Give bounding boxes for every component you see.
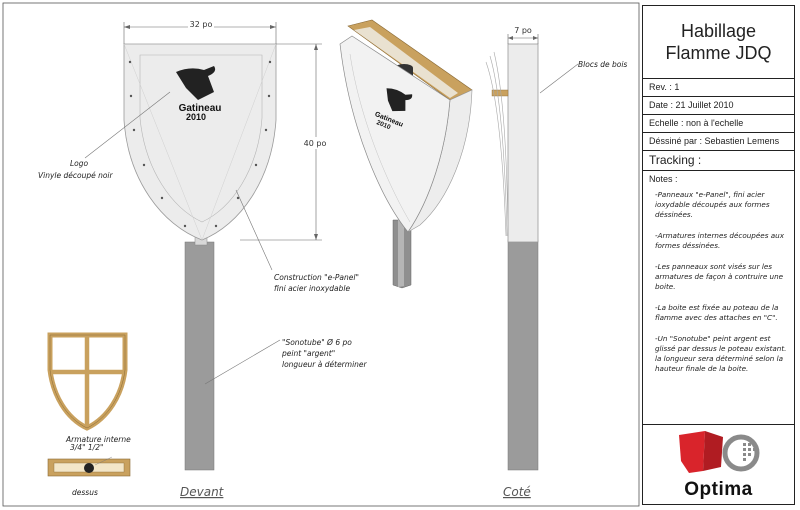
depth-dimension: 7 po [507,26,539,44]
iso-front-panel [339,35,451,233]
drawing-title: Habillage Flamme JDQ [643,6,794,79]
front-view-label: Devant [180,485,225,499]
front-logo-line1: Gatineau [179,103,222,114]
title-line2: Flamme JDQ [665,43,772,63]
height-dimension: 40 po [240,43,330,241]
top-view-label: dessus [72,488,98,497]
date-field: Date : 21 Juillet 2010 [643,97,794,115]
company-logo: Optima [643,425,794,507]
wood-callout: Blocs de bois [578,60,627,69]
note-item: -La boite est fixée au poteau de la flam… [655,303,779,322]
logo-callout-line1: Logo [70,159,89,168]
logo-text: Optima [684,479,753,500]
tube-callout-line3: longueur à déterminer [282,360,368,369]
side-view: 7 po Blocs de bois Coté [485,26,627,499]
front-panel-inner-outline [139,54,263,223]
side-box [507,43,539,243]
drawn-by-field: Déssiné par : Sebastien Lemens [643,133,794,151]
notes-title: Notes : [649,174,678,184]
wood-block [491,89,509,97]
front-post [184,241,215,471]
front-screws [128,60,272,228]
rev-field: Rev. : 1 [643,79,794,97]
armature-label: Armature interne [65,435,131,444]
front-logo-line2: 2010 [186,112,206,122]
note-item: -Panneaux "e-Panel", fini acier ioxydabl… [655,190,770,219]
width-dimension-label: 32 po [190,20,213,29]
top-view-post [84,463,94,473]
isometric-view: Gatineau 2010 [339,19,473,289]
side-panel-curves [485,51,509,237]
panel-callout-line2: fini acier inoxydable [274,284,350,293]
armature-detail: Armature interne 3/4" 1/2" dessus [47,332,131,497]
width-dimension: 32 po [123,18,277,44]
tracking-field: Tracking : [643,151,794,171]
note-item: -Les panneaux sont visés sur les armatur… [655,262,784,291]
height-dimension-label: 40 po [304,139,327,148]
notes-section: Notes : -Panneaux "e-Panel", fini acier … [643,171,794,425]
scale-field: Echelle : non à l'echelle [643,115,794,133]
front-view: Gatineau 2010 32 po 40 po [38,18,368,499]
note-item: -Un "Sonotube" peint argent est glissé p… [655,334,787,373]
note-item: -Armatures internes découpées aux formes… [655,231,784,250]
armature-sublabel: 3/4" 1/2" [70,443,103,452]
logo-mark-icon [679,431,760,473]
technical-drawing: Gatineau 2010 32 po 40 po [2,2,640,507]
front-sign-logo: Gatineau 2010 [176,66,221,122]
tube-callout-line1: "Sonotube" Ø 6 po [282,338,352,347]
title-line1: Habillage [680,21,757,41]
depth-dimension-label: 7 po [514,26,532,35]
side-view-label: Coté [503,485,531,499]
title-block: Habillage Flamme JDQ Rev. : 1 Date : 21 … [642,5,795,505]
panel-callout-line1: Construction "e-Panel" [274,273,359,282]
logo-callout-line2: Vinyle découpé noir [38,171,114,180]
tube-callout-line2: peint "argent" [281,349,335,358]
side-post [507,239,539,471]
